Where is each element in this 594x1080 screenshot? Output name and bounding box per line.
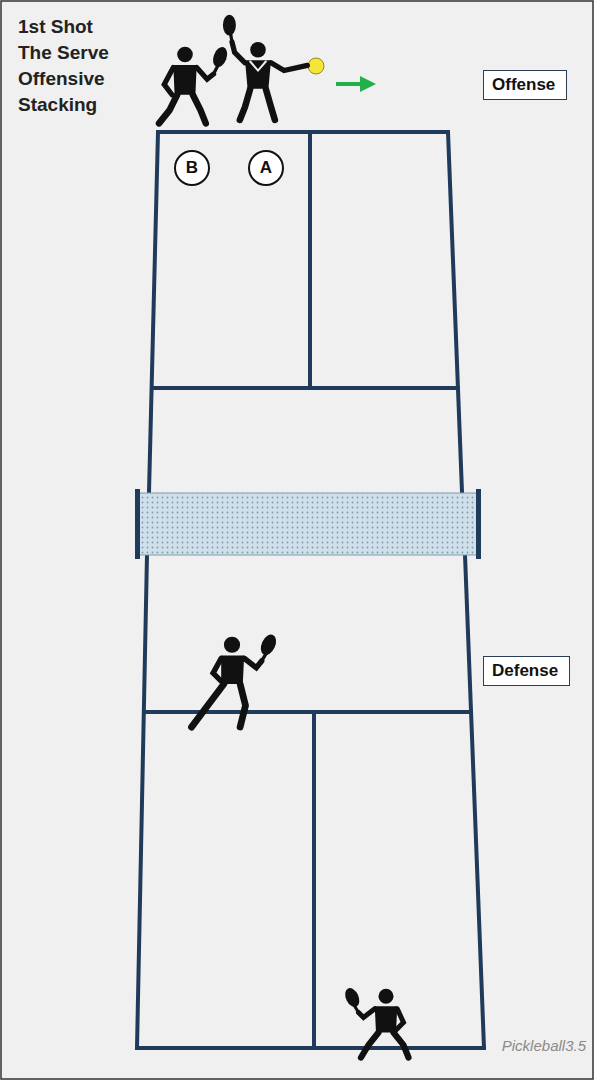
watermark: Pickleball3.5 [500, 1037, 588, 1054]
player-letter: A [260, 158, 272, 178]
player-circle: A [248, 150, 284, 186]
side-label: Defense [492, 661, 558, 680]
side-label: Offense [492, 75, 555, 94]
offense-label-box: Offense [483, 70, 567, 100]
diagram-title: 1st Shot The Serve Offensive Stacking [18, 14, 122, 118]
player-letter: B [186, 158, 198, 178]
player-circle: B [174, 150, 210, 186]
defense-label-box: Defense [483, 656, 570, 686]
